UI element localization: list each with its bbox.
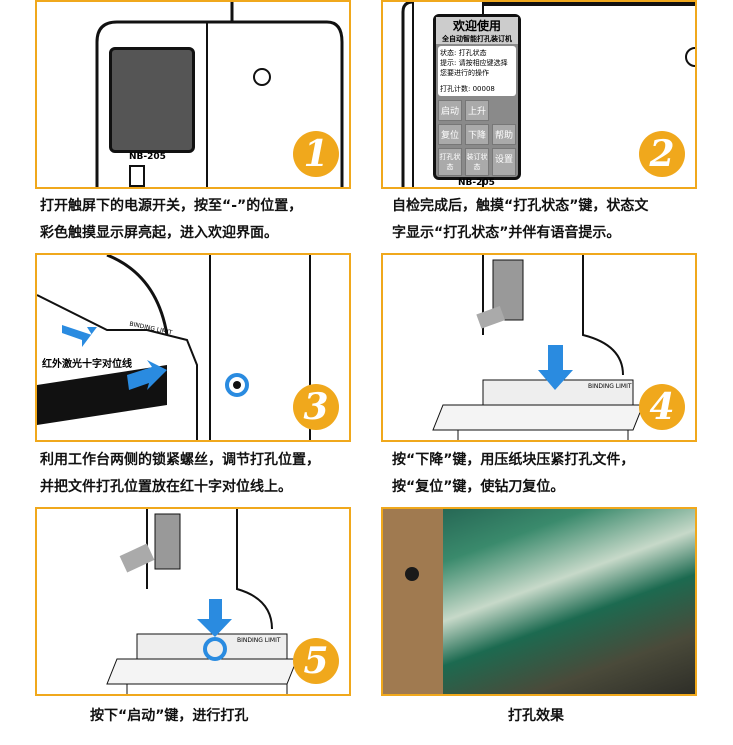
settings-button[interactable]: 设置 (492, 148, 516, 176)
step-4-panel: BINDING LIMIT 4 (381, 253, 697, 442)
step-number-badge: 1 (293, 131, 339, 177)
touch-screen[interactable] (109, 47, 195, 153)
caption-line: 打孔效果 (508, 708, 564, 724)
caption-line: 字显示“打孔状态”并伴有语音提示。 (392, 225, 621, 241)
step-2-caption: 自检完成后，触摸“打孔状态”键，状态文 字显示“打孔状态”并伴有语音提示。 (392, 193, 648, 247)
caption-line: 按“下降”键，用压纸块压紧打孔文件， (392, 452, 635, 468)
model-label: NB-205 (129, 152, 166, 162)
step-number-badge: 2 (639, 131, 685, 177)
model-label: NB-205 (458, 178, 495, 188)
machine-illustration (106, 509, 298, 694)
help-button[interactable]: 帮助 (492, 124, 516, 145)
down-arrow-icon (538, 345, 573, 390)
cardboard-cover (383, 509, 443, 694)
punched-hole (405, 567, 419, 581)
step-2-panel: 欢迎使用全自动智能打孔装订机 状态: 打孔状态提示: 请按相应键选择您要进行的操… (381, 0, 697, 189)
caption-line: 并把文件打孔位置放在红十字对位线上。 (40, 479, 292, 495)
hand-icon (476, 305, 505, 329)
step-4-caption: 按“下降”键，用压纸块压紧打孔文件， 按“复位”键，使钻刀复位。 (392, 447, 634, 501)
down-arrow-icon (197, 599, 232, 637)
up-button[interactable]: 上升 (465, 100, 489, 121)
step-1-caption: 打开触屏下的电源开关，按至“-”的位置， 彩色触摸显示屏亮起，进入欢迎界面。 (40, 193, 302, 247)
punch-status-button[interactable]: 打孔状态 (438, 148, 462, 176)
laser-line-callout: 红外激光十字对位线 (42, 355, 132, 370)
bind-status-button[interactable]: 装订状态 (465, 148, 489, 176)
step-5-caption: 按下“启动”键，进行打孔 (90, 703, 248, 730)
screen-buttons: 启动 上升 . 复位 下降 帮助 打孔状态 装订状态 设置 (436, 98, 518, 178)
caption-line: 彩色触摸显示屏亮起，进入欢迎界面。 (40, 225, 278, 241)
caption-line: 打开触屏下的电源开关，按至“-”的位置， (40, 198, 303, 214)
arrow-icon (62, 325, 97, 347)
hand-icon (119, 543, 155, 573)
step-1-panel: NB-205 1 (35, 0, 351, 189)
machine-illustration (432, 255, 644, 440)
reset-button[interactable]: 复位 (438, 124, 462, 145)
screen-title: 欢迎使用全自动智能打孔装订机 (436, 17, 518, 44)
arrow-icon (127, 360, 167, 390)
status-box: 状态: 打孔状态提示: 请按相应键选择您要进行的操作打孔计数: 00008 (438, 46, 516, 96)
machine-illustration (37, 255, 311, 440)
caption-line: 按下“启动”键，进行打孔 (90, 708, 249, 724)
power-switch[interactable] (129, 165, 145, 187)
machine-illustration (95, 2, 344, 187)
step-6-caption: 打孔效果 (508, 703, 564, 730)
step-3-caption: 利用工作台两侧的锁紧螺丝，调节打孔位置， 并把文件打孔位置放在红十字对位线上。 (40, 447, 320, 501)
caption-line: 利用工作台两侧的锁紧螺丝，调节打孔位置， (40, 452, 320, 468)
step-number-badge: 5 (293, 638, 339, 684)
step-number-badge: 3 (293, 384, 339, 430)
step-5-panel: BINDING LIMIT 5 (35, 507, 351, 696)
step-3-panel: 红外激光十字对位线 BINDING LIMIT 3 (35, 253, 351, 442)
caption-line: 自检完成后，触摸“打孔状态”键，状态文 (392, 198, 649, 214)
start-button[interactable]: 启动 (438, 100, 462, 121)
touch-screen: 欢迎使用全自动智能打孔装订机 状态: 打孔状态提示: 请按相应键选择您要进行的操… (433, 14, 521, 180)
step-number-badge: 4 (639, 384, 685, 430)
result-photo (381, 507, 697, 696)
down-button[interactable]: 下降 (465, 124, 489, 145)
binding-limit-label: BINDING LIMIT (588, 383, 632, 390)
binding-limit-label: BINDING LIMIT (237, 637, 281, 644)
rotate-icon (203, 637, 227, 661)
caption-line: 按“复位”键，使钻刀复位。 (392, 479, 565, 495)
